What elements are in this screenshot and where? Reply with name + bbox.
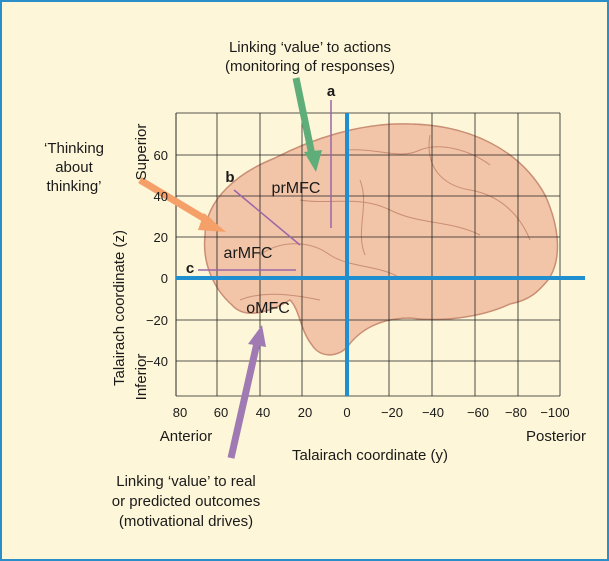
y-tick: −100 (540, 405, 569, 420)
z-tick: 20 (154, 230, 168, 245)
y-tick: −40 (422, 405, 444, 420)
posterior-label: Posterior (526, 428, 586, 445)
arrow-purple (231, 325, 266, 458)
z-tick: 0 (161, 271, 168, 286)
top-annotation-line1: Linking ‘value’ to actions (229, 39, 391, 56)
z-tick: 60 (154, 148, 168, 163)
plane-letter-b: b (225, 169, 234, 186)
region-prmfc: prMFC (272, 180, 321, 197)
x-axis-title: Talairach coordinate (y) (292, 447, 448, 464)
y-tick: −80 (505, 405, 527, 420)
inferior-label: Inferior (133, 354, 150, 401)
plane-letter-c: c (186, 260, 194, 277)
bottom-annotation-line1: Linking ‘value’ to real (116, 473, 256, 490)
left-annotation-line3: thinking’ (46, 178, 101, 195)
region-armfc: arMFC (224, 245, 273, 262)
y-axis-title: Talairach coordinate (z) (111, 230, 128, 386)
y-tick: 80 (173, 405, 187, 420)
y-tick: 20 (298, 405, 312, 420)
top-annotation-line2: (monitoring of responses) (225, 58, 395, 75)
y-tick: 40 (256, 405, 270, 420)
y-tick: 0 (343, 405, 350, 420)
y-tick: −20 (381, 405, 403, 420)
plane-letter-a: a (327, 83, 336, 100)
y-tick: 60 (214, 405, 228, 420)
y-tick: −60 (467, 405, 489, 420)
bottom-annotation-line3: (motivational drives) (119, 513, 253, 530)
region-omfc: oMFC (246, 300, 290, 317)
left-annotation-line1: ‘Thinking (44, 140, 104, 157)
bottom-annotation-line2: or predicted outcomes (112, 493, 260, 510)
z-tick: 40 (154, 189, 168, 204)
z-tick: −20 (146, 313, 168, 328)
anterior-label: Anterior (160, 428, 213, 445)
left-annotation-line2: about (55, 159, 93, 176)
superior-label: Superior (133, 124, 150, 181)
